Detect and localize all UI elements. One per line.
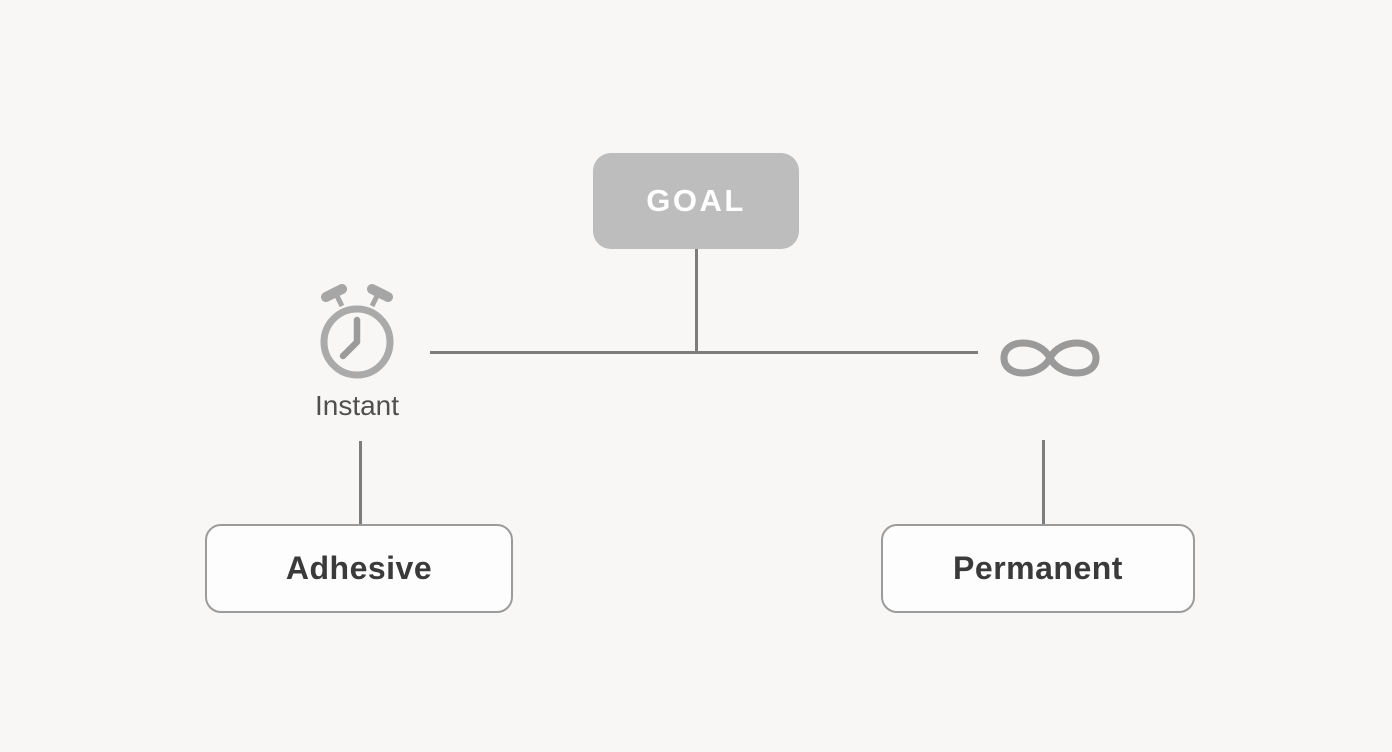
left-branch-label: Instant [314,390,400,421]
connector-root-vertical [695,249,698,353]
connector-right-vertical [1042,440,1045,525]
connector-left-vertical [359,441,362,525]
connector-horizontal [430,351,978,354]
goal-node-label: GOAL [646,183,746,218]
permanent-node-label: Permanent [953,550,1123,586]
adhesive-node-label: Adhesive [285,550,433,586]
goal-node: GOAL [593,153,799,249]
permanent-node: Permanent [881,524,1195,613]
adhesive-node: Adhesive [205,524,513,613]
stopwatch-icon [316,283,398,381]
infinity-icon [997,330,1103,386]
